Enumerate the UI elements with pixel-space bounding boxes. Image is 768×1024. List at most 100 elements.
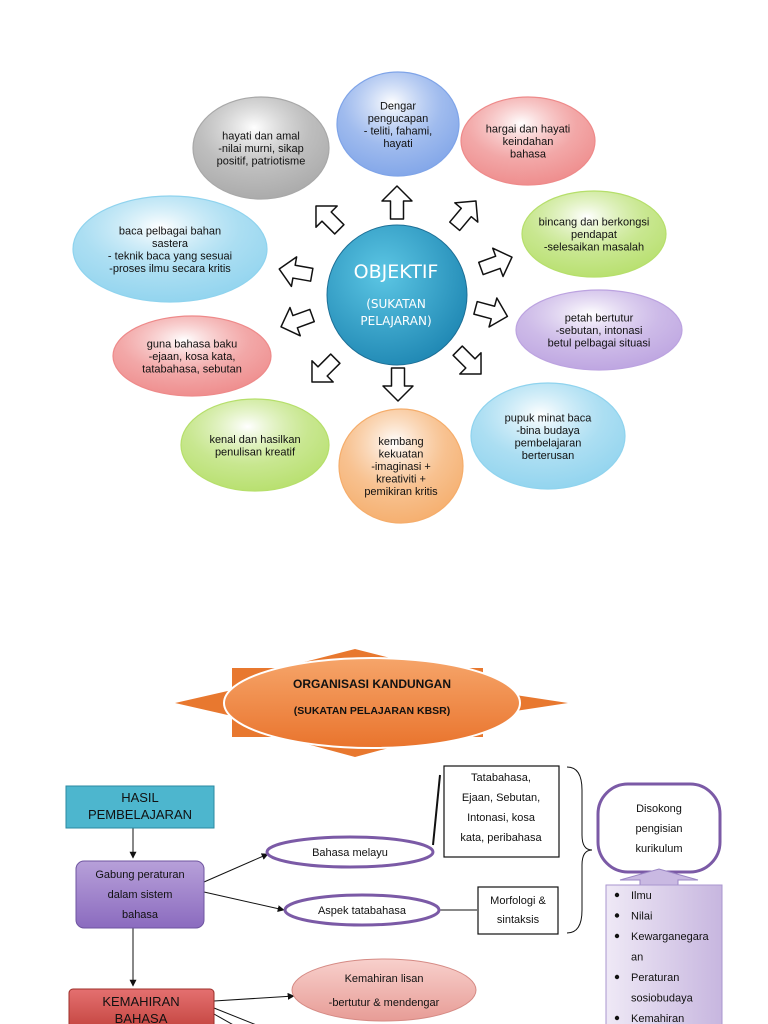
node-pupuk-line-1: pupuk minat baca <box>505 412 593 424</box>
node-bincang-line-2: pendapat <box>571 229 617 241</box>
center-subtitle-line1: (SUKATAN <box>366 297 426 311</box>
node-kenal-line-2: penulisan kreatif <box>215 446 296 458</box>
disokong-line3: kurikulum <box>635 843 682 855</box>
node-ellipse-baca <box>72 195 268 303</box>
bahasa-melayu-label: Bahasa melayu <box>312 847 388 859</box>
support-up-arrow <box>619 868 699 886</box>
node-baca-line-4: -proses ilmu secara kritis <box>109 263 231 275</box>
node-hargai-line-1: hargai dan hayati <box>486 124 570 136</box>
objektif-diagram: OBJEKTIF (SUKATAN PELAJARAN) Dengarpengu… <box>72 71 683 524</box>
node-pupuk-line-4: berterusan <box>522 450 575 462</box>
lisan-line2: -bertutur & mendengar <box>329 997 440 1009</box>
node-baca-line-3: - teknik baca yang sesuai <box>108 250 232 262</box>
lisan-line1: Kemahiran lisan <box>345 973 424 985</box>
node-ellipse-pupuk <box>470 382 626 490</box>
support-item-3-cont: an <box>631 952 643 964</box>
node-guna: guna bahasa baku-ejaan, kosa kata,tataba… <box>112 315 272 397</box>
disokong-line2: pengisian <box>635 823 682 835</box>
morfologi-line2: sintaksis <box>497 914 540 926</box>
center-title: OBJEKTIF <box>354 261 439 283</box>
node-dengar-line-3: - teliti, fahami, <box>364 125 432 137</box>
node-hargai-line-2: keindahan <box>503 136 554 148</box>
node-dengar-line-2: pengucapan <box>368 113 429 125</box>
node-guna-line-3: tatabahasa, sebutan <box>142 364 242 376</box>
node-petah-line-2: -sebutan, intonasi <box>556 325 643 337</box>
block-arrow-10 <box>315 205 345 235</box>
block-arrow-7 <box>311 353 341 383</box>
node-ellipse-guna <box>112 315 272 397</box>
node-hayati-line-3: positif, patriotisme <box>217 156 306 168</box>
center-subtitle-line2: PELAJARAN) <box>360 314 431 328</box>
tatabahasa-line4: kata, peribahasa <box>460 832 542 844</box>
support-item-5: Kemahiran <box>631 1013 684 1024</box>
organisasi-diagram: ORGANISASI KANDUNGAN (SUKATAN PELAJARAN … <box>65 649 723 1024</box>
bahasa-melayu-oval: Bahasa melayu <box>265 835 435 869</box>
support-item-4: Peraturan <box>631 972 679 984</box>
node-kembang-line-4: kreativiti + <box>376 474 426 486</box>
node-bincang: bincang dan berkongsipendapat-selesaikan… <box>521 190 667 278</box>
tatabahasa-line2: Ejaan, Sebutan, <box>462 792 540 804</box>
node-guna-line-2: -ejaan, kosa kata, <box>149 351 236 363</box>
hasil-pembelajaran-box: HASIL PEMBELAJARAN <box>65 785 215 829</box>
objektif-arrows <box>278 185 513 402</box>
support-bullet-dot <box>614 892 620 898</box>
organisasi-title-banner: ORGANISASI KANDUNGAN (SUKATAN PELAJARAN … <box>175 649 568 757</box>
node-baca-line-1: baca pelbagai bahan <box>119 225 221 237</box>
node-ellipse-hayati <box>192 96 330 200</box>
node-hayati-line-2: -nilai murni, sikap <box>218 143 304 155</box>
gabung-peraturan-box: Gabung peraturan dalam sistem bahasa <box>75 860 205 929</box>
block-arrow-4 <box>473 297 509 328</box>
tatabahasa-box: Tatabahasa, Ejaan, Sebutan, Intonasi, ko… <box>443 765 560 858</box>
block-arrow-6 <box>382 367 414 402</box>
block-arrow-9 <box>278 256 314 288</box>
node-ellipse-kembang <box>338 408 464 524</box>
block-arrow-5 <box>452 345 482 375</box>
kemahiran-line2: BAHASA <box>115 1011 168 1024</box>
objektif-center: OBJEKTIF (SUKATAN PELAJARAN) <box>326 224 468 366</box>
support-item-1: Ilmu <box>631 890 652 902</box>
node-hargai-line-3: bahasa <box>510 149 547 161</box>
node-pupuk-line-3: pembelajaran <box>515 437 582 449</box>
node-kembang-line-5: pemikiran kritis <box>364 486 438 498</box>
support-item-3: Kewarganegara <box>631 931 710 943</box>
support-item-2: Nilai <box>631 911 652 923</box>
gabung-line3: bahasa <box>122 909 159 921</box>
block-arrow-2 <box>448 200 479 232</box>
node-kenal-line-1: kenal dan hasilkan <box>209 434 300 446</box>
block-arrow-8 <box>280 306 316 337</box>
node-hayati-line-1: hayati dan amal <box>222 131 300 143</box>
hasil-line2: PEMBELAJARAN <box>88 807 192 822</box>
node-hayati: hayati dan amal-nilai murni, sikappositi… <box>192 96 330 200</box>
organisasi-connectors <box>129 766 593 1024</box>
node-kembang-line-1: kembang <box>378 436 423 448</box>
gabung-line1: Gabung peraturan <box>95 869 184 881</box>
node-pupuk: pupuk minat baca-bina budayapembelajaran… <box>470 382 626 490</box>
block-arrow-3 <box>477 247 513 278</box>
hasil-line1: HASIL <box>121 790 159 805</box>
node-kembang-line-2: kekuatan <box>379 449 424 461</box>
block-arrow-1 <box>381 185 413 220</box>
morfologi-line1: Morfologi & <box>490 895 546 907</box>
disokong-line1: Disokong <box>636 803 682 815</box>
disokong-box: Disokong pengisian kurikulum <box>596 782 722 874</box>
morfologi-box: Morfologi & sintaksis <box>477 886 559 935</box>
tatabahasa-line1: Tatabahasa, <box>471 772 531 784</box>
node-dengar-line-4: hayati <box>383 138 412 150</box>
support-bullet-dot <box>614 974 620 980</box>
organisasi-title: ORGANISASI KANDUNGAN <box>293 677 451 691</box>
aspek-tatabahasa-label: Aspek tatabahasa <box>318 905 407 917</box>
node-bincang-line-1: bincang dan berkongsi <box>539 217 650 229</box>
node-ellipse-kenal <box>180 398 330 492</box>
node-bincang-line-3: -selesaikan masalah <box>544 242 644 254</box>
support-item-4-cont: sosiobudaya <box>631 993 694 1005</box>
node-guna-line-1: guna bahasa baku <box>147 339 238 351</box>
gabung-line2: dalam sistem <box>108 889 173 901</box>
